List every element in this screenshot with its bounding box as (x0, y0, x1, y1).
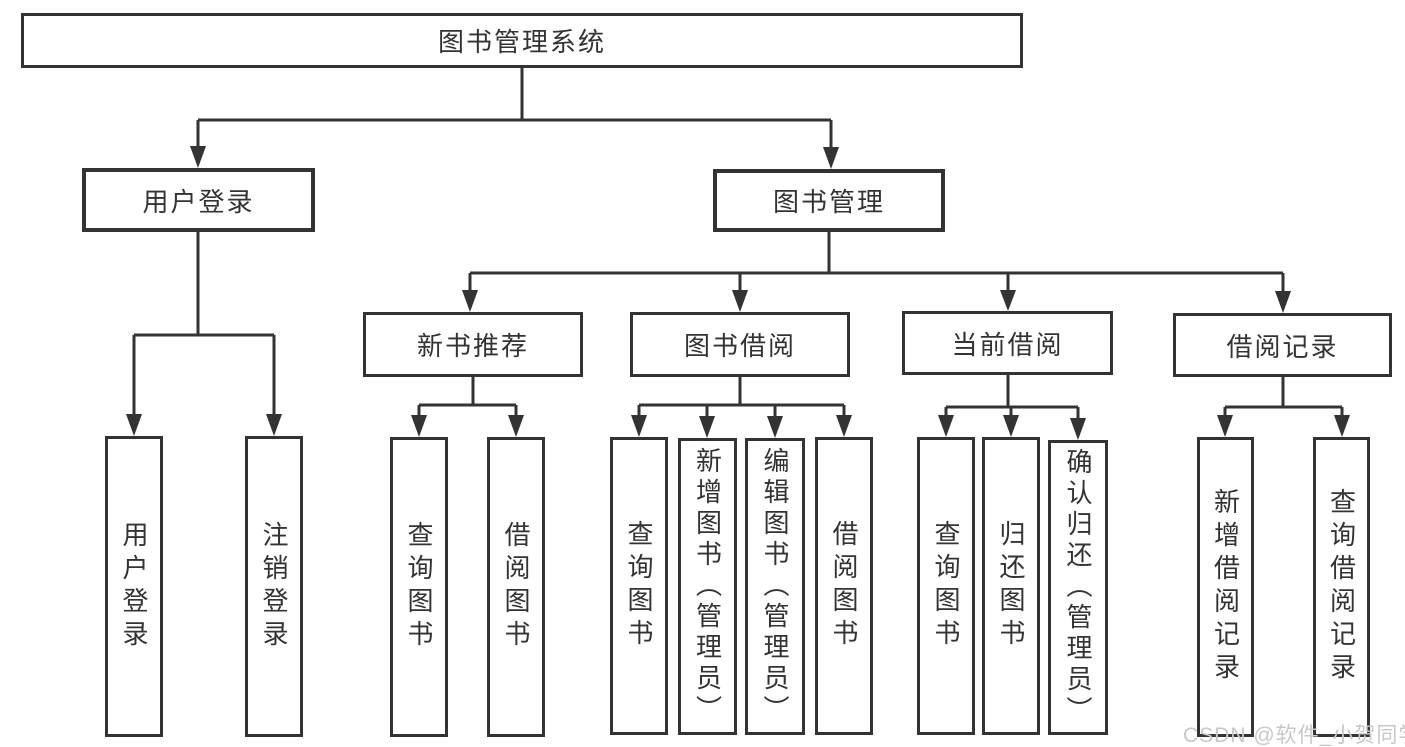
leaf-logout: 注销登录 (245, 436, 303, 737)
connector-shafts (132, 68, 1344, 418)
leaf-user-login: 用户登录 (105, 436, 163, 737)
node-book-borrowing: 图书借阅 (630, 312, 850, 377)
connector-arrowheads (126, 146, 1350, 440)
leaf-query-borrow-record: 查询借阅记录 (1313, 437, 1370, 737)
csdn-watermark: CSDN @软件_小贺同学 (1183, 724, 1405, 747)
leaf-query-books-recommend: 查询图书 (390, 437, 448, 737)
node-user-login: 用户登录 (82, 168, 315, 232)
node-current-borrowing: 当前借阅 (902, 311, 1113, 375)
leaf-edit-book-admin: 编辑图书（管理员） (745, 438, 805, 735)
leaf-confirm-return-admin: 确认归还（管理员） (1048, 440, 1108, 735)
node-new-book-recommendation: 新书推荐 (363, 312, 583, 377)
node-borrowing-records: 借阅记录 (1173, 313, 1392, 377)
leaf-return-books: 归还图书 (982, 437, 1040, 735)
leaf-query-books-current: 查询图书 (917, 437, 975, 735)
leaf-borrow-books-recommend: 借阅图书 (487, 437, 545, 737)
leaf-add-book-admin: 新增图书（管理员） (678, 438, 737, 735)
leaf-query-books-borrow: 查询图书 (610, 437, 668, 735)
node-library-management-system: 图书管理系统 (21, 13, 1023, 68)
node-book-management: 图书管理 (713, 169, 945, 232)
leaf-borrow-books: 借阅图书 (815, 437, 873, 735)
leaf-add-borrow-record: 新增借阅记录 (1197, 437, 1254, 737)
